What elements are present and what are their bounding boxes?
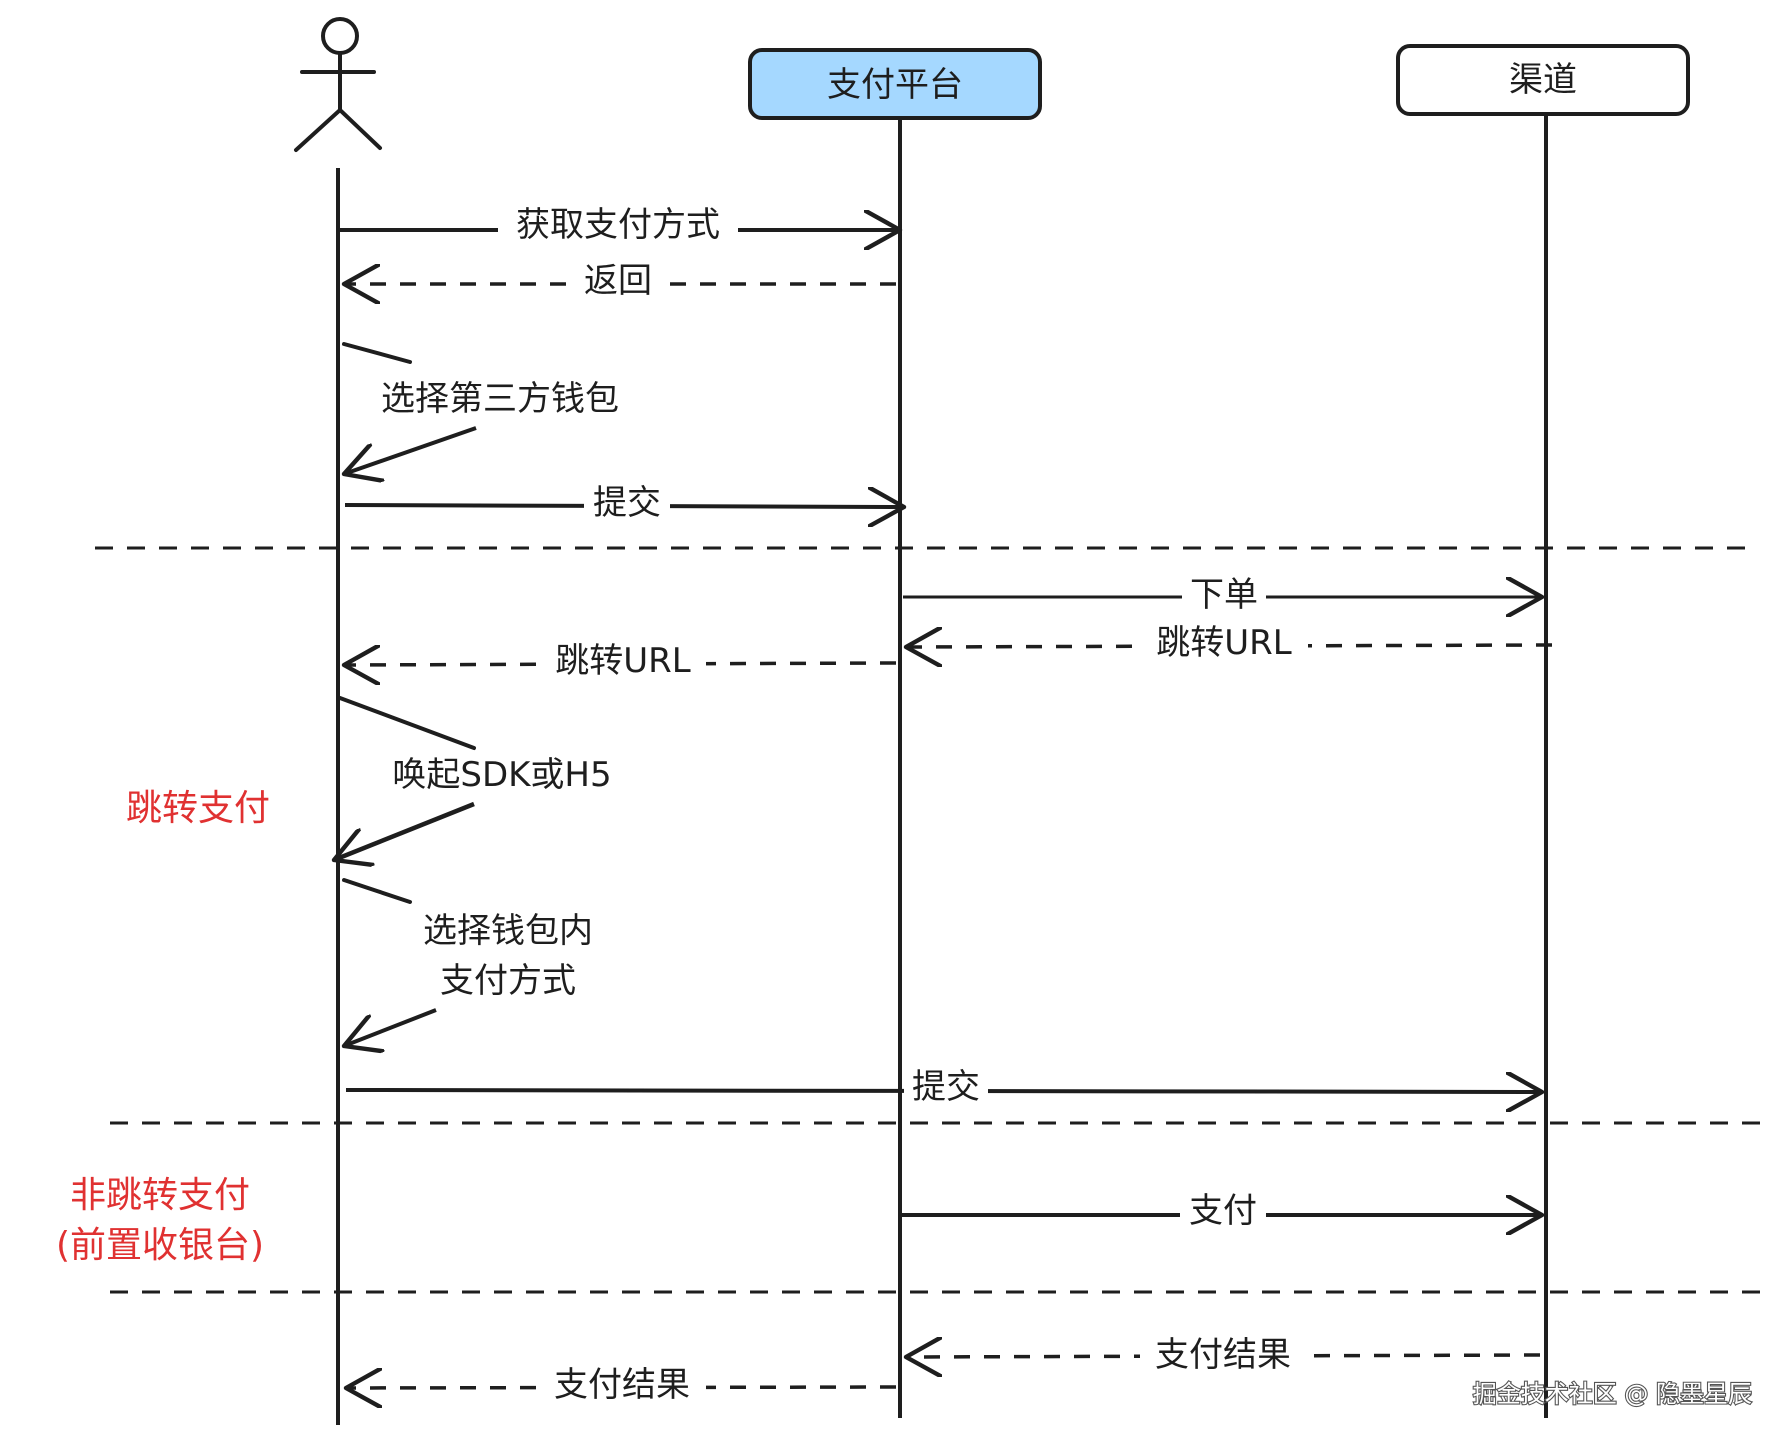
message-label-select-in-wallet-1: 选择钱包内 bbox=[423, 911, 593, 951]
message-label-pay: 支付 bbox=[1189, 1191, 1257, 1231]
message-label-place-order: 下单 bbox=[1190, 575, 1258, 615]
message-arrow-select-in-wallet-return bbox=[344, 1008, 437, 1046]
message-label-submit-2: 提交 bbox=[912, 1067, 980, 1107]
message-arrow-pay-result-2 bbox=[906, 1355, 1541, 1357]
message-label-pay-result-2: 支付结果 bbox=[1155, 1335, 1291, 1375]
message-label-select-in-wallet-2: 支付方式 bbox=[440, 961, 576, 1001]
participant-platform: 支付平台 bbox=[748, 48, 1042, 120]
message-arrow-select-in-wallet bbox=[342, 878, 412, 904]
participant-channel-label: 渠道 bbox=[1509, 60, 1577, 100]
participant-platform-label: 支付平台 bbox=[827, 65, 963, 105]
message-label-return: 返回 bbox=[584, 261, 652, 301]
section-label-redirect-pay: 跳转支付 bbox=[126, 788, 270, 829]
actor-user bbox=[294, 17, 382, 152]
message-label-select-wallet: 选择第三方钱包 bbox=[381, 379, 619, 419]
message-label-invoke-sdk: 唤起SDK或H5 bbox=[392, 755, 611, 795]
message-label-pay-result-1: 支付结果 bbox=[554, 1365, 690, 1405]
section-label-non-redirect-pay-1: 非跳转支付 bbox=[70, 1175, 250, 1216]
section-label-non-redirect-pay-2: (前置收银台) bbox=[56, 1225, 264, 1266]
message-label-redirect-url-1: 跳转URL bbox=[555, 641, 691, 681]
message-label-redirect-url-2: 跳转URL bbox=[1156, 623, 1292, 663]
message-label-submit-1: 提交 bbox=[593, 483, 661, 523]
watermark: 掘金技术社区 @ 隐墨星辰 bbox=[1473, 1380, 1752, 1408]
message-arrow-invoke-sdk bbox=[338, 696, 476, 750]
message-label-get-methods: 获取支付方式 bbox=[516, 205, 720, 245]
message-arrow-select-wallet bbox=[342, 342, 412, 364]
message-arrow-invoke-sdk-return bbox=[334, 801, 475, 860]
participant-channel: 渠道 bbox=[1396, 44, 1690, 116]
message-arrow-select-wallet-return bbox=[344, 426, 477, 474]
